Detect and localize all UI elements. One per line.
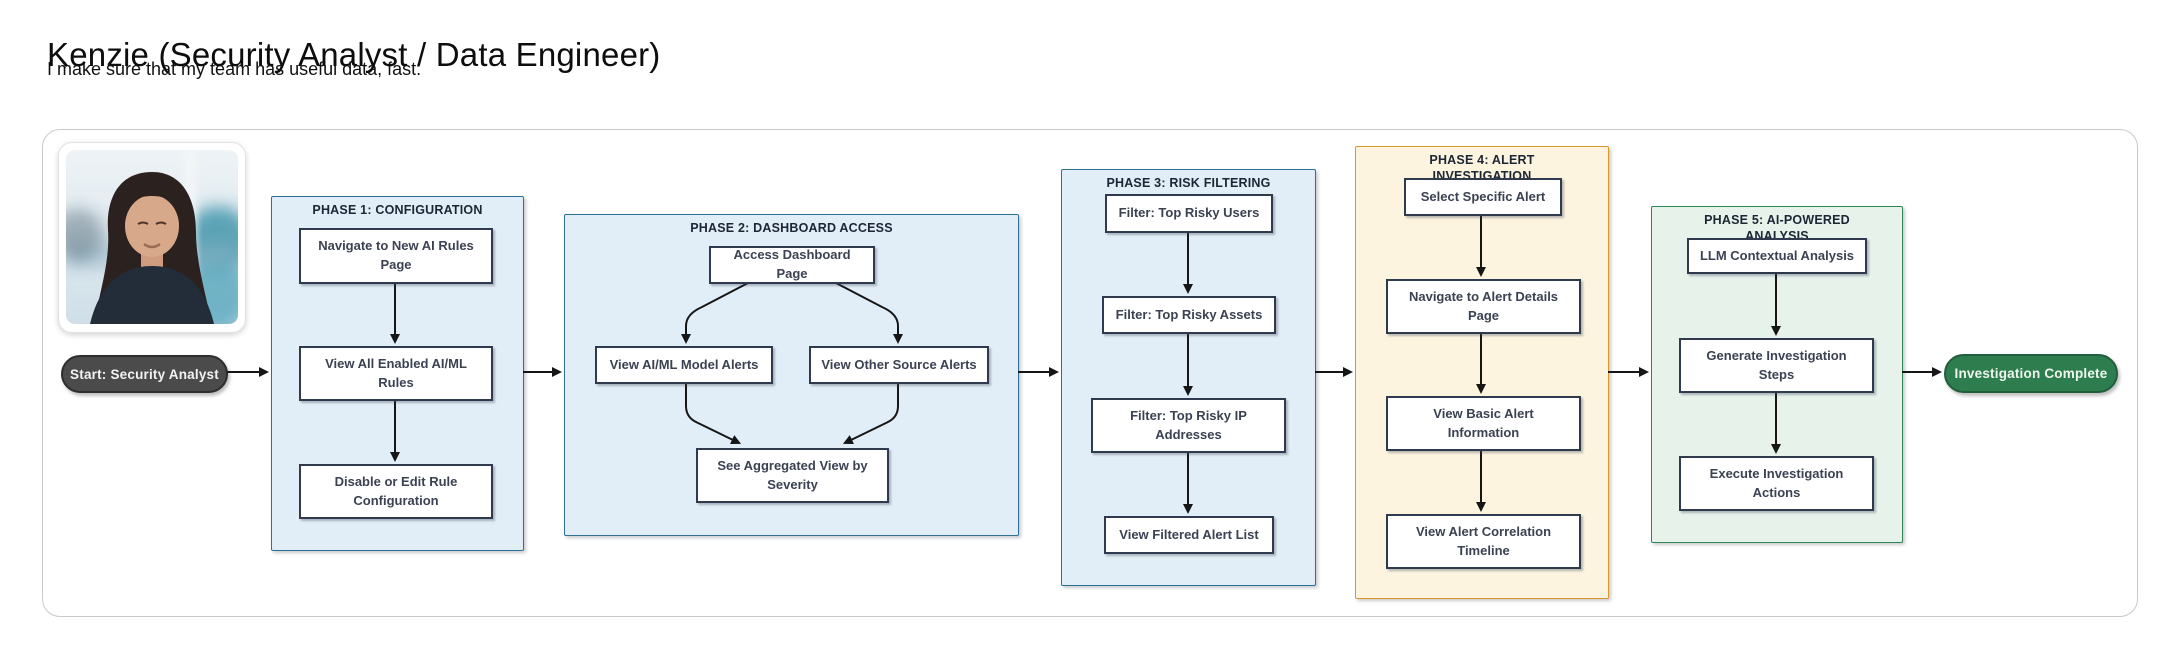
end-node: Investigation Complete bbox=[1944, 354, 2118, 393]
step-view-aiml-alerts: View AI/ML Model Alerts bbox=[595, 346, 773, 384]
step-filter-risky-users: Filter: Top Risky Users bbox=[1105, 194, 1273, 233]
persona-portrait-illustration bbox=[66, 150, 238, 324]
step-view-other-alerts: View Other Source Alerts bbox=[809, 346, 989, 384]
step-navigate-new-ai-rules: Navigate to New AI Rules Page bbox=[299, 228, 493, 284]
start-node: Start: Security Analyst bbox=[61, 355, 228, 393]
step-filter-risky-assets: Filter: Top Risky Assets bbox=[1102, 296, 1276, 334]
step-view-enabled-aiml-rules: View All Enabled AI/ML Rules bbox=[299, 346, 493, 401]
phase-3-title: PHASE 3: RISK FILTERING bbox=[1106, 176, 1271, 190]
step-access-dashboard: Access Dashboard Page bbox=[709, 246, 875, 284]
step-llm-analysis: LLM Contextual Analysis bbox=[1687, 238, 1867, 274]
persona-photo bbox=[58, 142, 246, 333]
page-subtitle: I make sure that my team has useful data… bbox=[47, 59, 422, 79]
step-aggregated-severity: See Aggregated View by Severity bbox=[696, 448, 889, 503]
step-execute-actions: Execute Investigation Actions bbox=[1679, 456, 1874, 511]
step-generate-steps: Generate Investigation Steps bbox=[1679, 338, 1874, 393]
step-view-filtered-list: View Filtered Alert List bbox=[1104, 516, 1274, 554]
page-title: Kenzie (Security Analyst / Data Engineer… bbox=[47, 36, 661, 74]
step-basic-alert-info: View Basic Alert Information bbox=[1386, 396, 1581, 451]
journey-canvas: Start: Security Analyst Investigation Co… bbox=[42, 129, 2138, 617]
step-alert-details-page: Navigate to Alert Details Page bbox=[1386, 279, 1581, 334]
phase-1-title: PHASE 1: CONFIGURATION bbox=[312, 203, 483, 217]
step-disable-edit-rule: Disable or Edit Rule Configuration bbox=[299, 464, 493, 519]
step-select-alert: Select Specific Alert bbox=[1404, 178, 1562, 216]
step-correlation-timeline: View Alert Correlation Timeline bbox=[1386, 514, 1581, 569]
phase-2-title: PHASE 2: DASHBOARD ACCESS bbox=[690, 221, 893, 235]
step-filter-risky-ips: Filter: Top Risky IP Addresses bbox=[1091, 398, 1286, 453]
